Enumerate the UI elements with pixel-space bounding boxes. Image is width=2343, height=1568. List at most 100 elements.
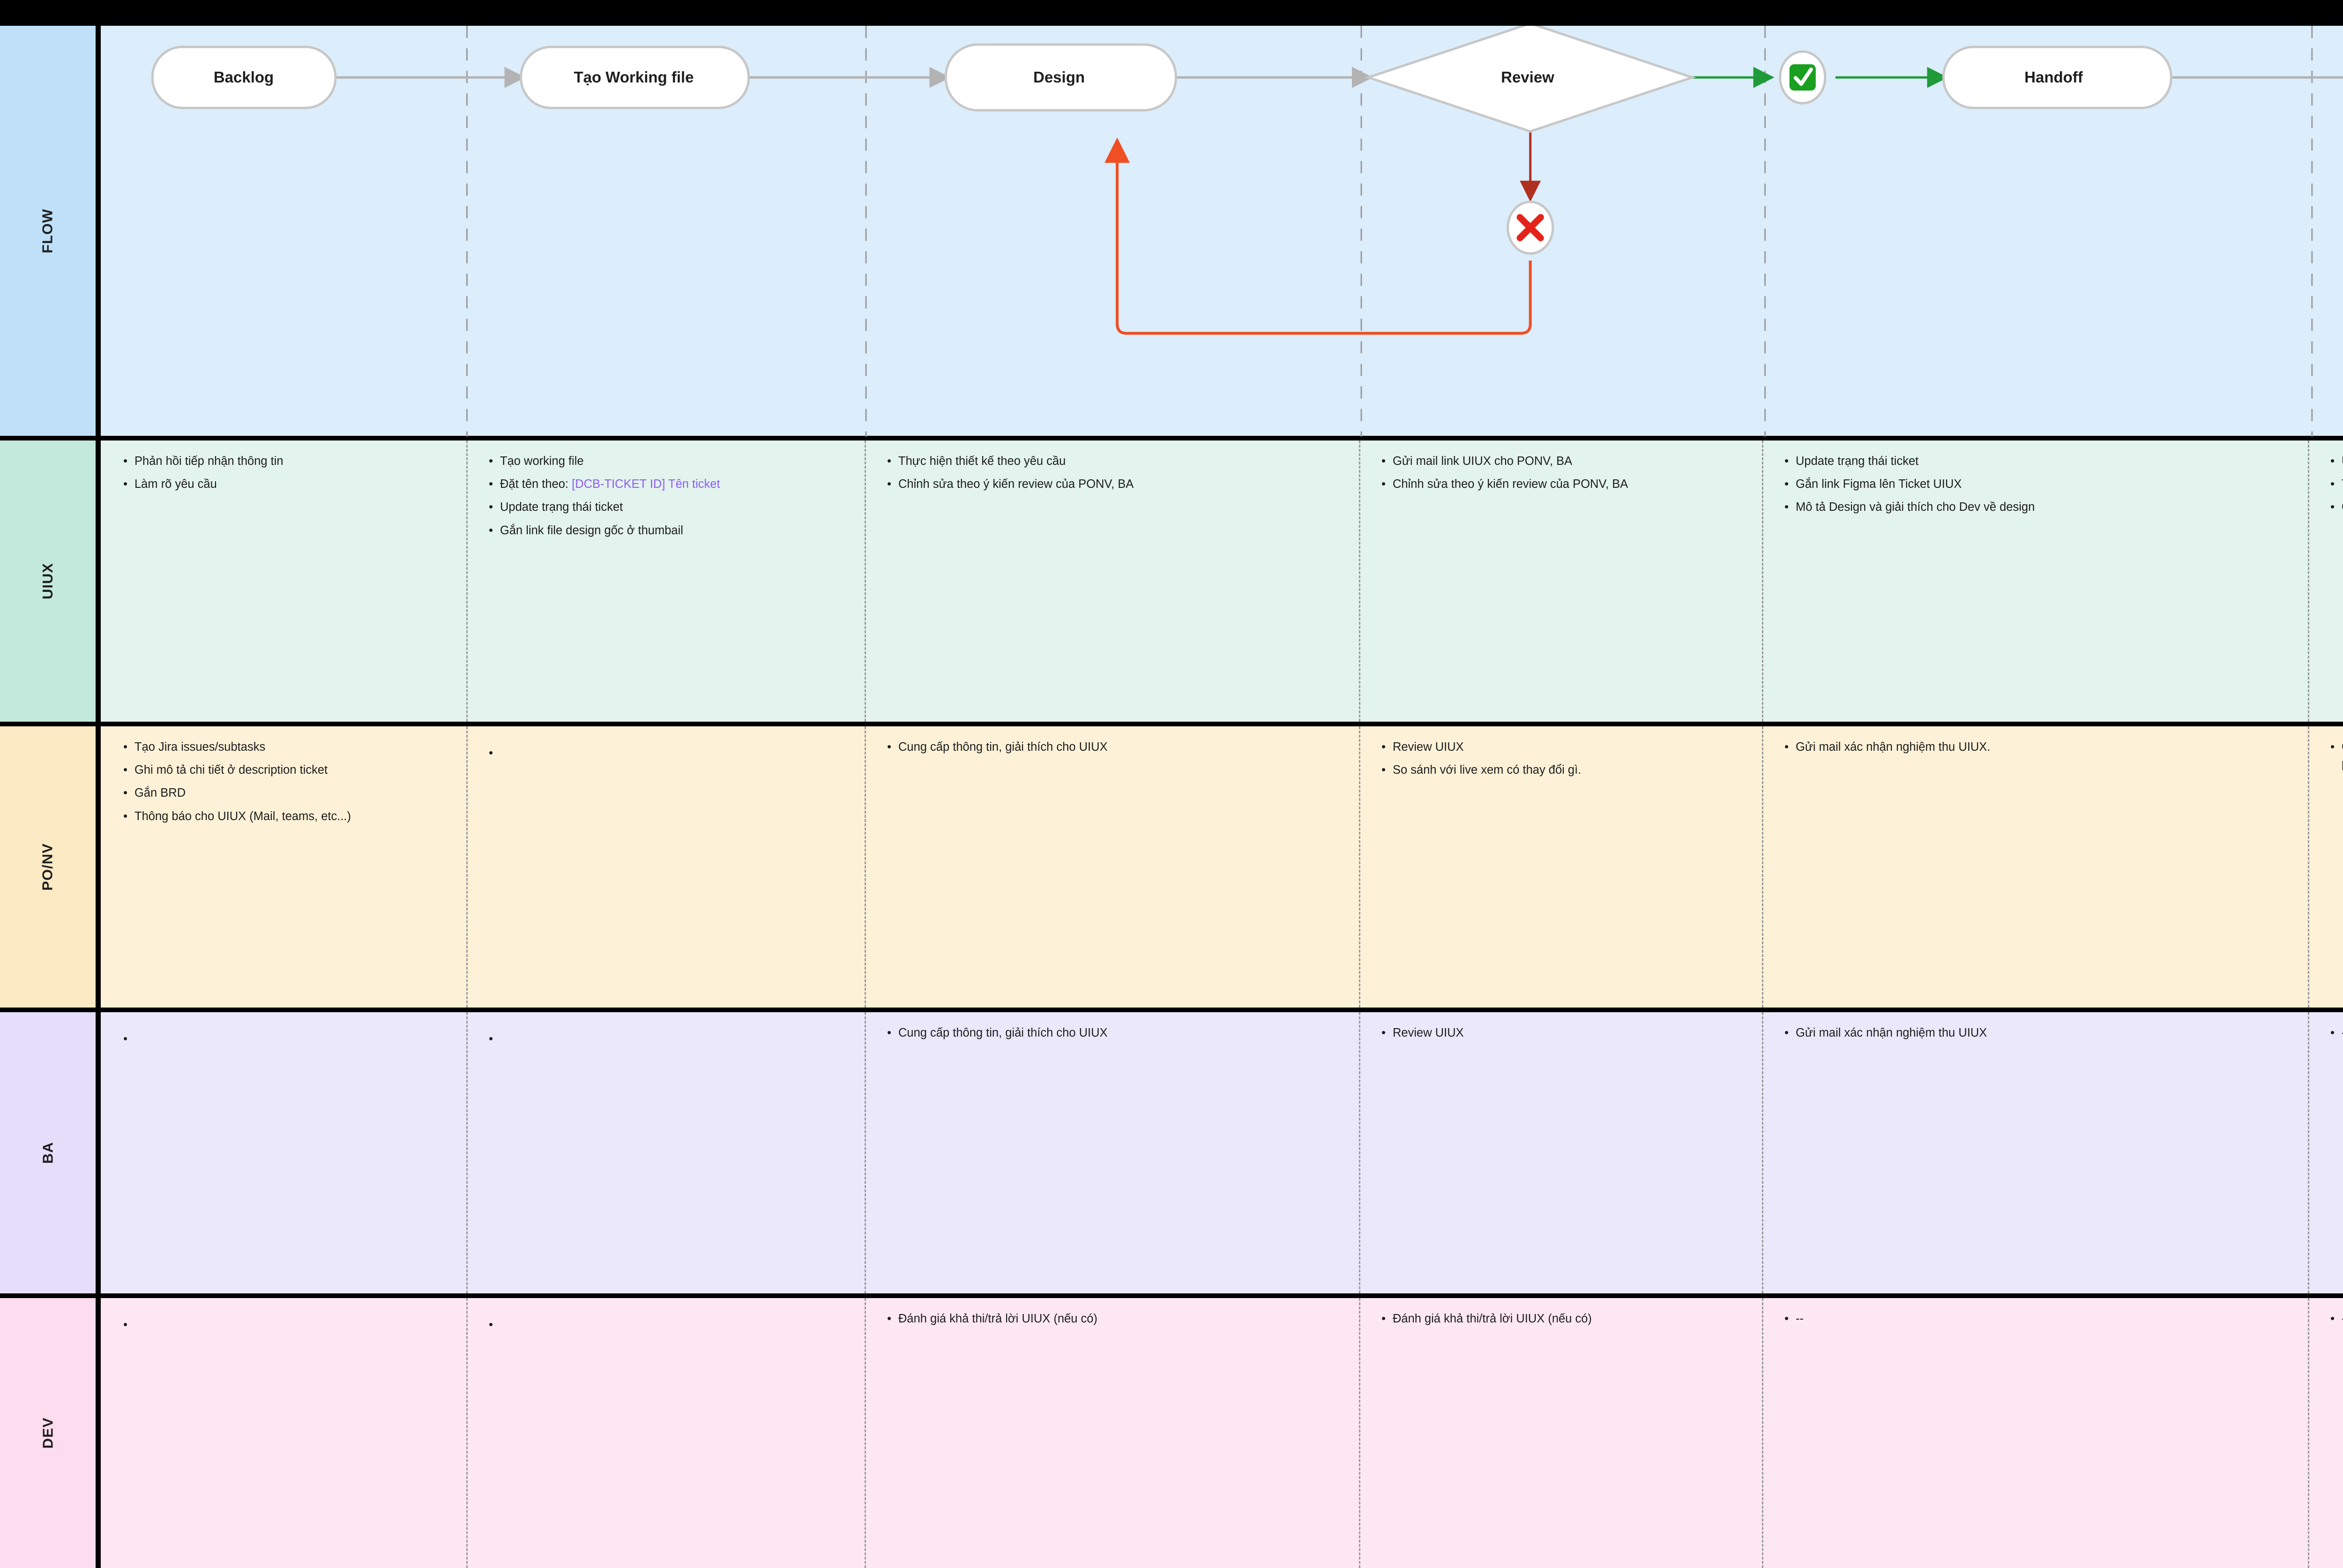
lane-header-flow: FLOW (0, 26, 101, 436)
list-item: Tạo working file (485, 452, 849, 470)
cell-uiux-1: Tạo working fileĐặt tên theo: [DCB-TICKE… (466, 441, 865, 722)
item-list: Gửi mail xác nhận nghiệm thu UIUX (1781, 1024, 2292, 1041)
node-label-handoff: Handoff (2024, 68, 2083, 86)
lane-body-flow: Backlog Tạo Working file Design Review H… (101, 26, 2343, 437)
list-item: Mô tả Design và giải thích cho Dev về de… (1781, 498, 2292, 515)
cell-dev-5: -- (2308, 1298, 2343, 1568)
cell-uiux-2: Thực hiện thiết kế theo yêu cầuChỉnh sửa… (865, 441, 1359, 722)
item-list: Phản hồi tiếp nhận thông tinLàm rõ yêu c… (119, 452, 450, 493)
cell-ponv-2: Cung cấp thông tin, giải thích cho UIUX (865, 726, 1359, 1008)
lane-header-ponv: PO/NV (0, 726, 101, 1008)
node-label-review: Review (1501, 68, 1554, 86)
list-item: Làm rõ yêu cầu (119, 475, 450, 493)
list-item: Gửi mail link UIUX cho PONV, BA (1378, 452, 1746, 470)
item-list: Cung cấp thông tin, giải thích cho UIUX (883, 1024, 1343, 1041)
list-item: -- (2327, 1024, 2343, 1041)
cell-uiux-0: Phản hồi tiếp nhận thông tinLàm rõ yêu c… (101, 441, 466, 722)
list-item: Update ngược UIUX ở file working về file… (2327, 452, 2343, 470)
list-item: Đánh giá khả thi/trả lời UIUX (nếu có) (883, 1310, 1343, 1327)
cell-ponv-4: Gửi mail xác nhận nghiệm thu UIUX. (1762, 726, 2308, 1008)
list-item: Đánh giá khả thi/trả lời UIUX (nếu có) (1378, 1310, 1746, 1327)
node-label-backlog: Backlog (213, 68, 274, 86)
lane-label-flow: FLOW (39, 208, 56, 254)
cell-dev-2: Đánh giá khả thi/trả lời UIUX (nếu có) (865, 1298, 1359, 1568)
cell-ba-4: Gửi mail xác nhận nghiệm thu UIUX (1762, 1012, 2308, 1293)
lane-body-ponv: Tạo Jira issues/subtasksGhi mô tả chi ti… (101, 726, 2343, 1008)
column-separators (466, 26, 2313, 437)
node-label-design: Design (1033, 68, 1085, 86)
item-list: -- (2327, 1024, 2343, 1041)
item-list: -- (1781, 1310, 2292, 1327)
lane-label-ponv: PO/NV (39, 843, 56, 891)
list-item: Tạo History version (note description mô… (2327, 475, 2343, 493)
flow-diagram (151, 26, 2343, 437)
lane-body-ba: Cung cấp thông tin, giải thích cho UIUX R… (101, 1012, 2343, 1293)
lane-body-uiux: Phản hồi tiếp nhận thông tinLàm rõ yêu c… (101, 441, 2343, 722)
list-item: Ghi mô tả chi tiết ở description ticket (119, 761, 450, 778)
item-list: Gửi mail link UIUX cho PONV, BA Chỉnh sửa… (1378, 452, 1746, 493)
list-item: Gửi mail thông báo ticket đã được publis… (2327, 738, 2343, 772)
item-list: Update ngược UIUX ở file working về file… (2327, 452, 2343, 516)
lane-header-ba: BA (0, 1012, 101, 1293)
list-item: Phản hồi tiếp nhận thông tin (119, 452, 450, 470)
cell-dev-4: -- (1762, 1298, 2308, 1568)
lane-label-ba: BA (39, 1142, 56, 1164)
cell-ba-0 (101, 1012, 466, 1293)
list-item: Review UIUX (1378, 1024, 1746, 1041)
list-item: Đặt tên theo: [DCB-TICKET ID] Tên ticket (485, 475, 849, 493)
node-review[interactable] (1365, 26, 1696, 133)
cell-dev-0 (101, 1298, 466, 1568)
cell-ba-2: Cung cấp thông tin, giải thích cho UIUX (865, 1012, 1359, 1293)
list-item: Gắn link ticket working vào dưới thumnai… (2327, 498, 2343, 515)
cell-ba-1 (466, 1012, 865, 1293)
badge-approve[interactable] (1779, 50, 1827, 105)
item-list: Đánh giá khả thi/trả lời UIUX (nếu có) (1378, 1310, 1746, 1327)
list-item: -- (2327, 1310, 2343, 1327)
cell-ponv-1 (466, 726, 865, 1008)
edge-reject-loop-to-design (1104, 137, 1532, 335)
cell-uiux-3: Gửi mail link UIUX cho PONV, BA Chỉnh sửa… (1359, 441, 1762, 722)
item-list: Review UIUX (1378, 1024, 1746, 1041)
lane-flow: FLOW (0, 26, 2343, 437)
item-list: Review UIUX So sánh với live xem có thay … (1378, 738, 1746, 778)
node-design[interactable] (944, 43, 1177, 112)
lane-header-uiux: UIUX (0, 441, 101, 722)
list-item: Gắn link file design gốc ở thumbail (485, 522, 849, 539)
cell-uiux-4: Update trạng thái ticketGắn link Figma l… (1762, 441, 2308, 722)
ticket-naming-link[interactable]: [DCB-TICKET ID] Tên ticket (572, 478, 720, 491)
item-list: Gửi mail thông báo ticket đã được publis… (2327, 738, 2343, 772)
node-tao-working-file[interactable] (520, 45, 750, 109)
item-list: Thực hiện thiết kế theo yêu cầuChỉnh sửa… (883, 452, 1343, 493)
list-item: Gắn link Figma lên Ticket UIUX (1781, 475, 2292, 493)
list-item: Thông báo cho UIUX (Mail, teams, etc...) (119, 807, 450, 825)
list-item: Update trạng thái ticket (1781, 452, 2292, 470)
item-list: Tạo working fileĐặt tên theo: [DCB-TICKE… (485, 452, 849, 539)
list-item: Update trạng thái ticket (485, 498, 849, 515)
lane-uiux: UIUX Phản hồi tiếp nhận thông tinLàm rõ … (0, 441, 2343, 722)
list-item: Cung cấp thông tin, giải thích cho UIUX (883, 738, 1343, 755)
item-list: Gửi mail xác nhận nghiệm thu UIUX. (1781, 738, 2292, 755)
item-list: Đánh giá khả thi/trả lời UIUX (nếu có) (883, 1310, 1343, 1327)
list-item: Gửi mail xác nhận nghiệm thu UIUX. (1781, 738, 2292, 755)
list-item: Gắn BRD (119, 784, 450, 801)
item-list: Cung cấp thông tin, giải thích cho UIUX (883, 738, 1343, 755)
list-item: -- (1781, 1310, 2292, 1327)
lane-ba: BA Cung cấp thông tin, giải thích cho UI… (0, 1012, 2343, 1293)
badge-reject[interactable] (1507, 201, 1554, 255)
lane-ponv: PO/NV Tạo Jira issues/subtasksGhi mô tả … (0, 726, 2343, 1008)
list-item: Cung cấp thông tin, giải thích cho UIUX (883, 1024, 1343, 1041)
cell-uiux-5: Update ngược UIUX ở file working về file… (2308, 441, 2343, 722)
list-item: So sánh với live xem có thay đổi gì. (1378, 761, 1746, 778)
node-handoff[interactable] (1942, 45, 2172, 109)
cell-ponv-0: Tạo Jira issues/subtasksGhi mô tả chi ti… (101, 726, 466, 1008)
list-item: Chỉnh sửa theo ý kiến review của PONV, B… (1378, 475, 1746, 493)
cell-ponv-5: Gửi mail thông báo ticket đã được publis… (2308, 726, 2343, 1008)
node-label-tao-working-file: Tạo Working file (574, 68, 694, 86)
node-backlog[interactable] (151, 45, 337, 109)
lane-dev: DEV Đánh giá khả thi/trả lời UIUX (nếu c… (0, 1298, 2343, 1568)
list-item: Review UIUX (1378, 738, 1746, 755)
lane-label-uiux: UIUX (39, 562, 56, 600)
lane-body-dev: Đánh giá khả thi/trả lời UIUX (nếu có) Đá… (101, 1298, 2343, 1568)
list-item: Thực hiện thiết kế theo yêu cầu (883, 452, 1343, 470)
